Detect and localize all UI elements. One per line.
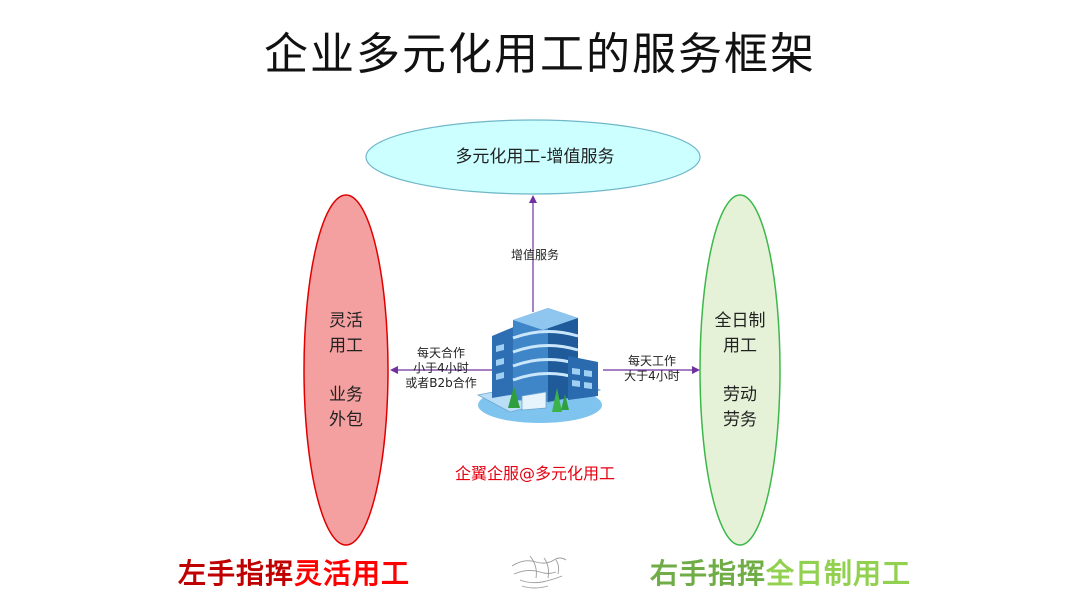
left-arrow-label: 每天合作 小于4小时 或者B2b合作 bbox=[405, 346, 477, 390]
bottom-left-part2: 灵活用工 bbox=[294, 557, 411, 590]
building-icon bbox=[476, 308, 602, 423]
right-oval bbox=[699, 194, 781, 546]
bottom-right-part2: 全日制用工 bbox=[766, 557, 912, 590]
left-oval bbox=[303, 194, 389, 546]
page-title: 企业多元化用工的服务框架 bbox=[264, 29, 816, 80]
up-arrow-label: 增值服务 bbox=[510, 248, 559, 262]
bottom-right-caption: 右手指挥全日制用工 bbox=[650, 552, 911, 592]
bottom-right-part1: 右手指挥 bbox=[650, 557, 767, 590]
left-oval-text: 灵活 用工 业务 外包 bbox=[329, 311, 363, 430]
bottom-left-part1: 左手指挥 bbox=[178, 557, 295, 590]
right-oval-text: 全日制 用工 劳动 劳务 bbox=[714, 311, 766, 430]
right-arrow-label: 每天工作 大于4小时 bbox=[624, 354, 680, 383]
handshake-icon bbox=[511, 555, 567, 589]
brand-label: 企翼企服@多元化用工 bbox=[454, 464, 615, 483]
top-service-ellipse bbox=[365, 119, 701, 195]
bottom-left-caption: 左手指挥灵活用工 bbox=[178, 552, 410, 592]
top-service-label: 多元化用工-增值服务 bbox=[455, 147, 615, 167]
